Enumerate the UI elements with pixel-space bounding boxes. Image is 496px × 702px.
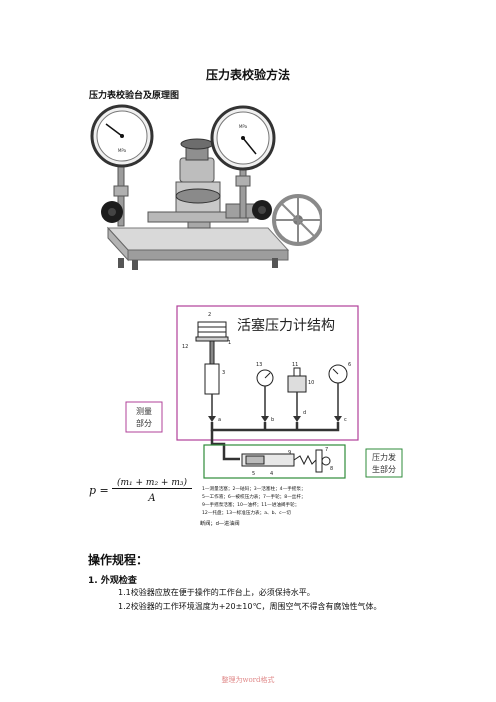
- legend-line-2: 5—工作液；6—被校压力表；7—手轮；8—丝杆；: [202, 493, 306, 500]
- page-title: 压力表校验方法: [205, 68, 290, 82]
- legend-line-5: 断阀；d—进油阀: [200, 521, 240, 527]
- weights-stack: [195, 321, 229, 395]
- body-line-1-1: 1.1校验器应放在便于操作的工作台上，必须保持水平。: [118, 588, 315, 597]
- pressure-label-box: [365, 448, 403, 478]
- formula-lhs: p =: [89, 484, 109, 497]
- piston-gauge-diagram: 活塞压力计结构 测量 部分 压力发 生部分 2 1 12 3 13: [125, 305, 403, 516]
- bench-base: [106, 226, 290, 270]
- measure-label-line2: 部分: [136, 418, 152, 428]
- svg-text:MPa: MPa: [239, 124, 248, 129]
- measure-part-box: [176, 305, 359, 441]
- legend-line-1: 1—测量活塞；2—砝码；3—活塞柱；4—手摇泵；: [202, 485, 306, 492]
- label-1: 1: [228, 340, 231, 346]
- label-12: 12: [182, 344, 188, 350]
- diagram-heading: 活塞压力计结构: [237, 317, 335, 334]
- black-knob-right-icon: [252, 200, 272, 220]
- legend-line-4: 12—托盘；13—标准压力表；a、b、c—切: [202, 509, 291, 516]
- label-6: 6: [348, 362, 351, 368]
- label-5: 5: [252, 471, 255, 477]
- label-d: d: [303, 410, 306, 416]
- label-b: b: [271, 417, 274, 423]
- label-8: 8: [330, 466, 333, 472]
- page-footer: 整理为word格式: [221, 676, 275, 684]
- label-13: 13: [256, 362, 262, 368]
- label-2: 2: [208, 312, 211, 318]
- steps-heading: 操作规程：: [88, 553, 149, 567]
- section-subtitle: 压力表校验台及原理图: [89, 91, 180, 101]
- formula-numerator: (m₁ + m₂ + m₃): [112, 478, 192, 489]
- handwheel-icon: [272, 194, 322, 246]
- pressure-label-line2: 生部分: [372, 464, 396, 474]
- label-c: c: [344, 417, 347, 423]
- label-a: a: [218, 417, 221, 423]
- label-10: 10: [308, 380, 314, 386]
- calibration-bench-photo: MPa MPa: [90, 104, 322, 270]
- measure-label-line1: 测量: [136, 407, 152, 416]
- pressure-label-line1: 压力发: [372, 452, 396, 462]
- label-11: 11: [292, 362, 298, 368]
- pressure-gauge-right-icon: MPa: [210, 105, 276, 171]
- pressure-gauge-left-icon: MPa: [90, 104, 154, 168]
- legend-line-3: 9—手摇泵活塞；10—油杯；11—进油阀手轮；: [202, 501, 299, 508]
- label-9: 9: [288, 450, 291, 456]
- pressure-part-box: [203, 444, 346, 479]
- pump-body: [147, 138, 257, 229]
- label-3: 3: [222, 370, 225, 376]
- body-line-1-2: 1.2校验器的工作环境温度为+20±10℃，周围空气不得含有腐蚀性气体。: [118, 602, 382, 611]
- label-7: 7: [325, 447, 328, 453]
- formula-denominator: A: [148, 493, 156, 504]
- black-knob-left-icon: [101, 201, 123, 223]
- svg-text:MPa: MPa: [118, 148, 127, 153]
- label-4: 4: [270, 471, 273, 477]
- measure-label-box: [125, 401, 163, 433]
- section-heading-1: 1. 外观检查: [88, 576, 137, 586]
